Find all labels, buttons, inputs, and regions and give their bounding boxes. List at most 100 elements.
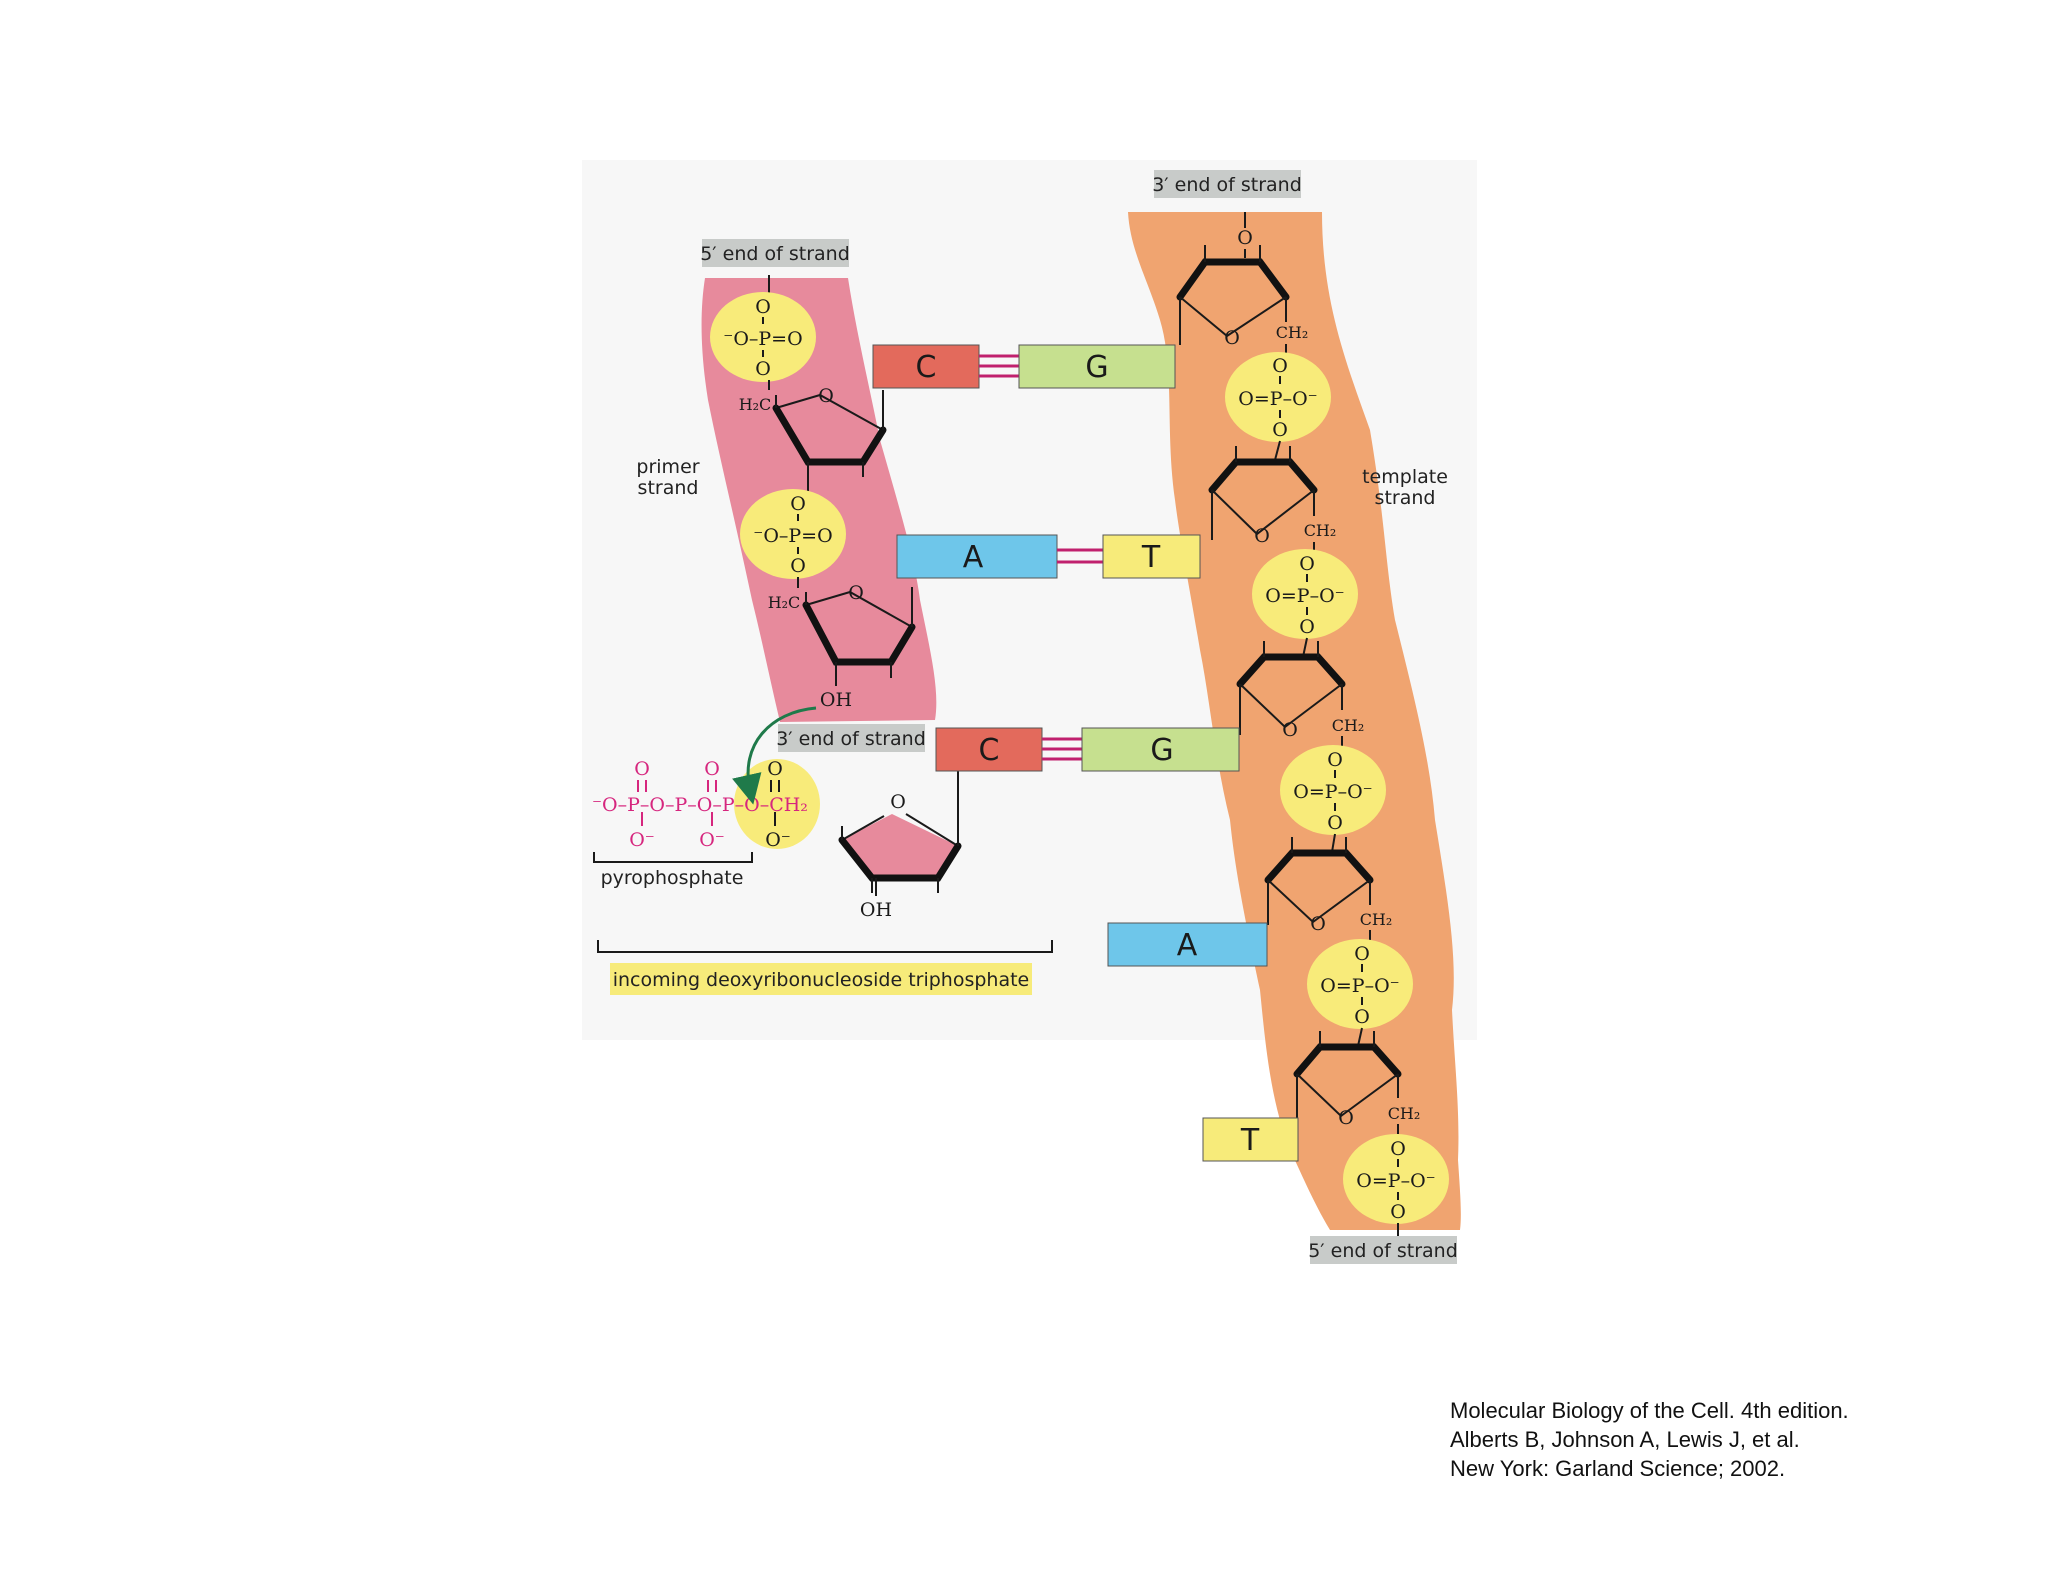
svg-text:O: O <box>1327 749 1343 771</box>
svg-text:⁻O–P=O: ⁻O–P=O <box>723 328 802 350</box>
svg-text:A: A <box>1177 928 1198 963</box>
svg-text:O=P–O⁻: O=P–O⁻ <box>1238 388 1317 410</box>
svg-text:O⁻: O⁻ <box>765 829 791 851</box>
label-box-template-5-end <box>1310 1236 1457 1264</box>
base-template-a-4 <box>1107 922 1268 967</box>
svg-text:O: O <box>1272 355 1288 377</box>
citation: Molecular Biology of the Cell. 4th editi… <box>1450 1396 1849 1483</box>
svg-text:G: G <box>1085 350 1108 385</box>
svg-text:strand: strand <box>638 477 699 499</box>
svg-text:O: O <box>1237 227 1253 249</box>
svg-text:O: O <box>790 493 806 515</box>
attack-arrow <box>732 706 817 805</box>
svg-text:O: O <box>1354 943 1370 965</box>
template-sugar-2 <box>1208 446 1318 540</box>
svg-text:O=P–O⁻: O=P–O⁻ <box>1265 585 1344 607</box>
svg-text:O=P–O⁻: O=P–O⁻ <box>1320 975 1399 997</box>
svg-text:CH₂: CH₂ <box>1388 1104 1421 1123</box>
template-sugar-1 <box>1176 245 1290 345</box>
svg-text:O: O <box>818 385 834 407</box>
template-phosphate-3 <box>1280 745 1386 835</box>
svg-text:C: C <box>916 350 937 385</box>
label-box-incoming <box>610 963 1032 995</box>
svg-text:O: O <box>790 555 806 577</box>
pyrophosphate-bracket <box>593 852 753 863</box>
svg-text:O: O <box>1354 1006 1370 1028</box>
incoming-bracket <box>597 940 1053 953</box>
base-template-g-3 <box>1081 727 1240 772</box>
svg-text:O: O <box>704 758 720 780</box>
template-sugar-5 <box>1293 1031 1402 1118</box>
label-box-primer-5-end <box>702 239 849 267</box>
base-primer-a-2 <box>896 534 1058 579</box>
base-template-g-1 <box>1018 344 1176 389</box>
svg-text:O⁻: O⁻ <box>629 829 655 851</box>
pyrophosphate-group: O O O⁻ O⁻ <box>629 758 725 851</box>
svg-text:O: O <box>755 358 771 380</box>
label-primer-strand: primer <box>636 456 699 478</box>
svg-text:T: T <box>1240 1123 1260 1158</box>
svg-text:O: O <box>1327 812 1343 834</box>
svg-text:O: O <box>1390 1201 1406 1223</box>
svg-text:O: O <box>1272 419 1288 441</box>
svg-text:G: G <box>1150 733 1173 768</box>
svg-text:O: O <box>634 758 650 780</box>
label-primer-5-end: 5′ end of strand <box>700 243 850 265</box>
svg-text:T: T <box>1141 540 1161 575</box>
label-pyrophosphate: pyrophosphate <box>601 867 744 889</box>
template-phosphate-5 <box>1343 1134 1449 1224</box>
template-phosphate-1 <box>1225 352 1331 442</box>
citation-line-2: Alberts B, Johnson A, Lewis J, et al. <box>1450 1427 1800 1452</box>
svg-text:O: O <box>1338 1107 1354 1129</box>
svg-text:OH: OH <box>820 689 852 711</box>
citation-line-1: Molecular Biology of the Cell. 4th editi… <box>1450 1398 1849 1423</box>
svg-text:CH₂: CH₂ <box>1304 521 1337 540</box>
template-phosphate-2 <box>1252 549 1358 639</box>
svg-text:O: O <box>1390 1138 1406 1160</box>
svg-text:O⁻: O⁻ <box>699 829 725 851</box>
svg-text:O: O <box>1310 913 1326 935</box>
base-template-t-2 <box>1102 534 1201 579</box>
svg-text:O: O <box>1282 719 1298 741</box>
svg-text:C: C <box>979 733 1000 768</box>
svg-text:O: O <box>1254 525 1270 547</box>
svg-text:strand: strand <box>1375 487 1436 509</box>
label-template-5-end: 5′ end of strand <box>1308 1240 1458 1262</box>
svg-text:O: O <box>848 582 864 604</box>
svg-text:H₂C: H₂C <box>739 395 772 414</box>
hbond-2 <box>1057 548 1103 564</box>
hbond-1 <box>979 354 1019 378</box>
base-template-t-5 <box>1202 1117 1299 1162</box>
hbond-3 <box>1042 737 1082 761</box>
svg-text:O: O <box>767 758 783 780</box>
svg-text:O: O <box>1224 327 1240 349</box>
label-box-template-3-end <box>1154 170 1301 198</box>
dntp-sugar <box>842 814 958 878</box>
primer-sugar-1 <box>772 390 887 477</box>
label-incoming-dntp: incoming deoxyribonucleoside triphosphat… <box>613 969 1030 991</box>
label-template-3-end: 3′ end of strand <box>1152 174 1302 196</box>
svg-text:CH₂: CH₂ <box>1276 323 1309 342</box>
svg-text:CH₂: CH₂ <box>1360 910 1393 929</box>
label-primer-3-end: 3′ end of strand <box>776 728 926 750</box>
svg-text:OH: OH <box>860 899 892 921</box>
svg-text:O=P–O⁻: O=P–O⁻ <box>1293 781 1372 803</box>
svg-text:O: O <box>755 296 771 318</box>
label-box-primer-3-end <box>778 724 925 752</box>
template-phosphate-4 <box>1307 939 1413 1029</box>
template-sugar-3 <box>1236 641 1346 735</box>
svg-text:⁻O–P=O: ⁻O–P=O <box>753 525 832 547</box>
label-template-strand: template <box>1362 466 1448 488</box>
svg-text:O: O <box>1299 553 1315 575</box>
base-primer-c-1 <box>872 344 980 389</box>
svg-text:H₂C: H₂C <box>768 593 801 612</box>
citation-line-3: New York: Garland Science; 2002. <box>1450 1456 1786 1481</box>
svg-text:CH₂: CH₂ <box>1332 716 1365 735</box>
base-incoming-c-3 <box>935 727 1043 772</box>
primer-phosphate-1 <box>710 292 816 382</box>
svg-text:O: O <box>890 791 906 813</box>
template-sugar-4 <box>1264 837 1374 925</box>
svg-text:O=P–O⁻: O=P–O⁻ <box>1356 1170 1435 1192</box>
svg-text:O: O <box>1299 616 1315 638</box>
